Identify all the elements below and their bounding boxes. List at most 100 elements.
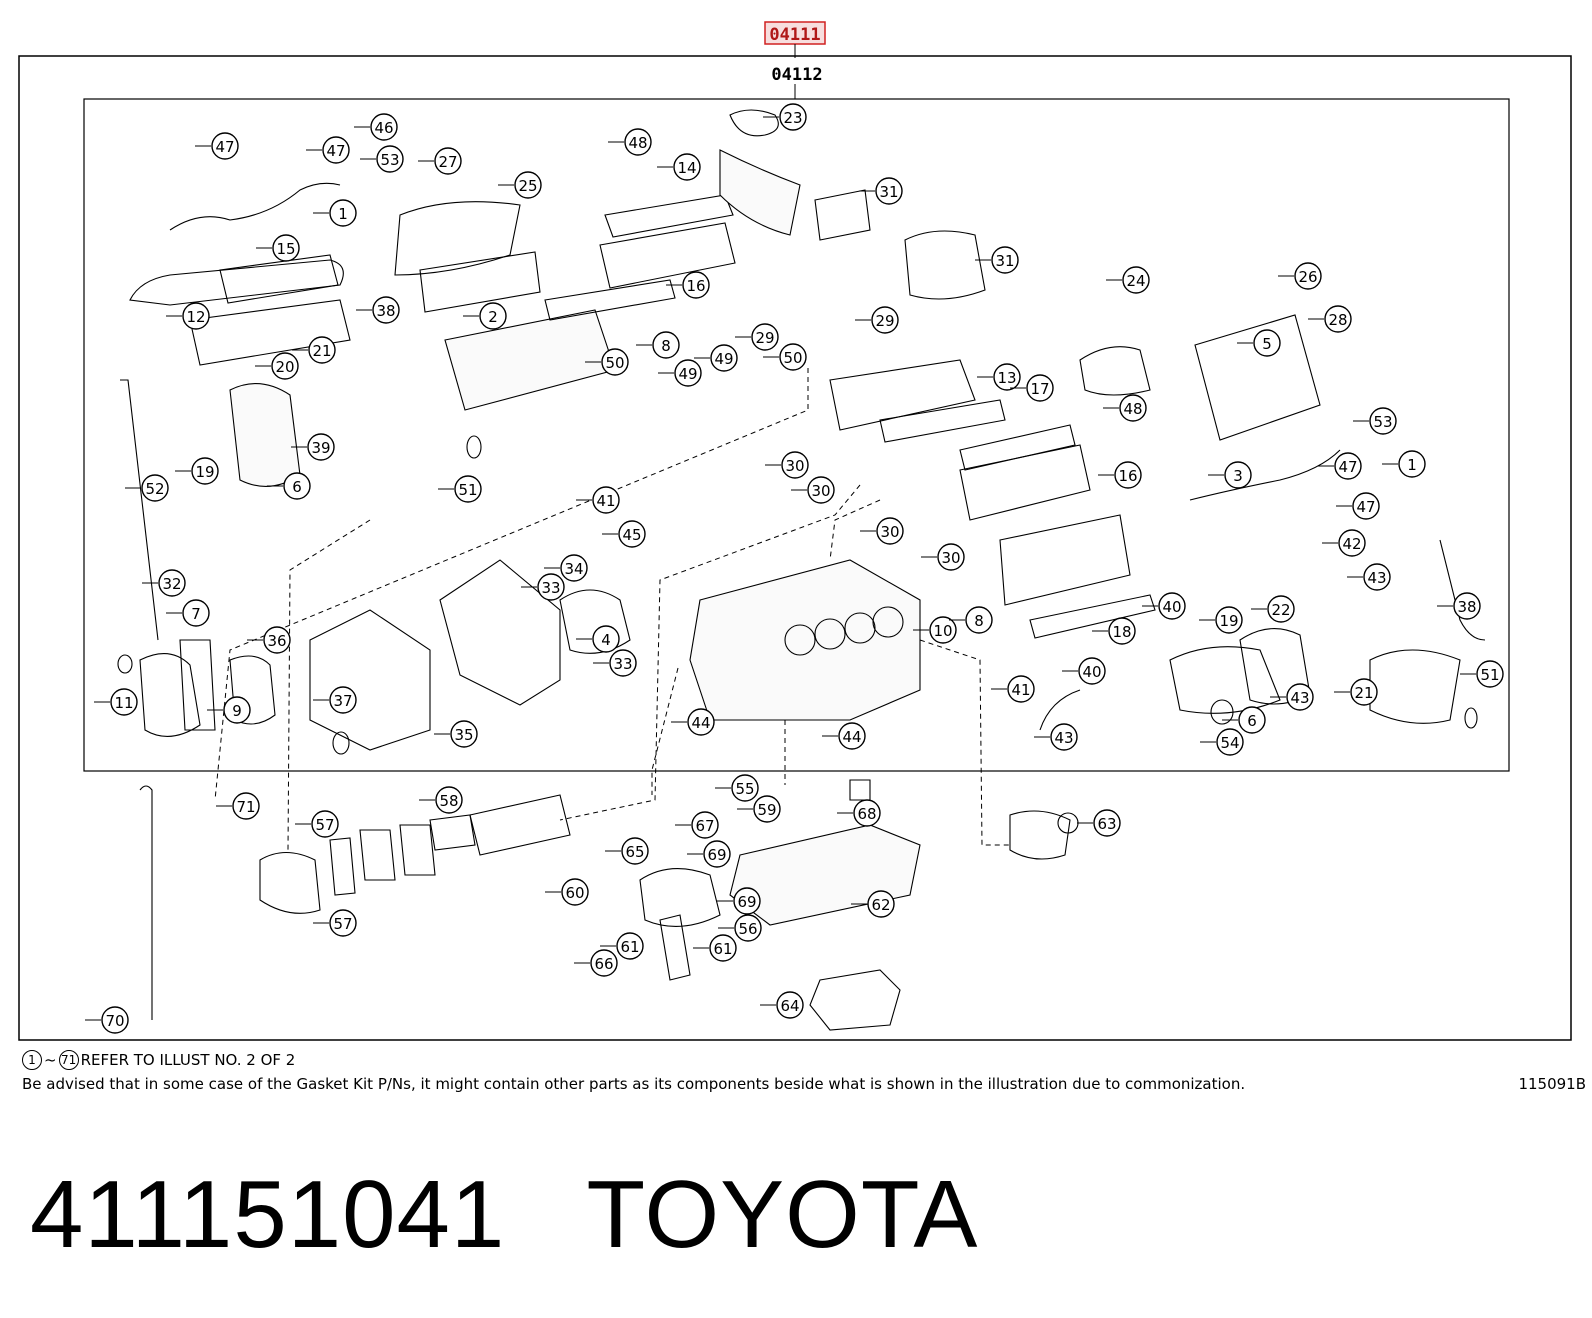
- part-callout-68[interactable]: 68: [837, 799, 881, 827]
- part-callout-54[interactable]: 54: [1200, 728, 1244, 756]
- part-callout-33[interactable]: 33: [521, 573, 565, 601]
- part-callout-16[interactable]: 16: [1098, 461, 1142, 489]
- part-callout-28[interactable]: 28: [1308, 305, 1352, 333]
- part-callout-38[interactable]: 38: [356, 296, 400, 324]
- part-callout-1[interactable]: 1: [313, 199, 357, 227]
- part-callout-22[interactable]: 22: [1251, 595, 1295, 623]
- part-callout-10[interactable]: 10: [913, 616, 957, 644]
- part-callout-16[interactable]: 16: [666, 271, 710, 299]
- part-callout-56[interactable]: 56: [718, 914, 762, 942]
- part-callout-42[interactable]: 42: [1322, 529, 1366, 557]
- part-callout-30[interactable]: 30: [765, 451, 809, 479]
- part-callout-48[interactable]: 48: [1103, 394, 1147, 422]
- part-callout-49[interactable]: 49: [658, 359, 702, 387]
- part-callout-47[interactable]: 47: [1336, 492, 1380, 520]
- part-callout-29[interactable]: 29: [855, 306, 899, 334]
- part-callout-8[interactable]: 8: [949, 606, 993, 634]
- part-callout-40[interactable]: 40: [1142, 592, 1186, 620]
- part-callout-27[interactable]: 27: [418, 147, 462, 175]
- part-callout-49[interactable]: 49: [694, 344, 738, 372]
- part-callout-5[interactable]: 5: [1237, 329, 1281, 357]
- part-callout-33[interactable]: 33: [593, 649, 637, 677]
- part-callout-57[interactable]: 57: [295, 810, 339, 838]
- part-callout-15[interactable]: 15: [256, 234, 300, 262]
- part-callout-67[interactable]: 67: [675, 811, 719, 839]
- part-callout-52[interactable]: 52: [125, 474, 169, 502]
- part-callout-63[interactable]: 63: [1077, 809, 1121, 837]
- part-callout-14[interactable]: 14: [657, 153, 701, 181]
- part-callout-24[interactable]: 24: [1106, 266, 1150, 294]
- part-callout-36[interactable]: 36: [247, 626, 291, 654]
- top-code[interactable]: 04111: [769, 25, 820, 45]
- part-callout-25[interactable]: 25: [498, 171, 542, 199]
- part-callout-11[interactable]: 11: [94, 688, 138, 716]
- part-callout-3[interactable]: 3: [1208, 461, 1252, 489]
- part-callout-55[interactable]: 55: [715, 774, 759, 802]
- part-callout-2[interactable]: 2: [463, 302, 507, 330]
- part-callout-43[interactable]: 43: [1270, 683, 1314, 711]
- part-callout-60[interactable]: 60: [545, 878, 589, 906]
- part-callout-12[interactable]: 12: [166, 302, 210, 330]
- part-callout-21[interactable]: 21: [292, 336, 336, 364]
- part-callout-61[interactable]: 61: [693, 934, 737, 962]
- part-callout-35[interactable]: 35: [434, 720, 478, 748]
- part-callout-31[interactable]: 31: [975, 246, 1019, 274]
- part-callout-23[interactable]: 23: [763, 103, 807, 131]
- part-callout-17[interactable]: 17: [1010, 374, 1054, 402]
- part-callout-34[interactable]: 34: [544, 554, 588, 582]
- part-callout-51[interactable]: 51: [1460, 660, 1504, 688]
- part-callout-71[interactable]: 71: [216, 792, 260, 820]
- part-callout-41[interactable]: 41: [991, 675, 1035, 703]
- part-callout-40[interactable]: 40: [1062, 657, 1106, 685]
- part-callout-61[interactable]: 61: [600, 932, 644, 960]
- part-callout-7[interactable]: 7: [166, 599, 210, 627]
- part-callout-69[interactable]: 69: [687, 840, 731, 868]
- part-callout-45[interactable]: 45: [602, 520, 646, 548]
- part-callout-30[interactable]: 30: [791, 476, 835, 504]
- part-callout-21[interactable]: 21: [1334, 678, 1378, 706]
- part-callout-19[interactable]: 19: [175, 457, 219, 485]
- part-callout-53[interactable]: 53: [1353, 407, 1397, 435]
- part-callout-64[interactable]: 64: [760, 991, 804, 1019]
- part-callout-51[interactable]: 51: [438, 475, 482, 503]
- part-callout-30[interactable]: 30: [860, 517, 904, 545]
- part-callout-57[interactable]: 57: [313, 909, 357, 937]
- part-callout-69[interactable]: 69: [717, 887, 761, 915]
- part-callout-41[interactable]: 41: [576, 486, 620, 514]
- part-callout-37[interactable]: 37: [313, 686, 357, 714]
- part-callout-62[interactable]: 62: [851, 890, 895, 918]
- part-callout-53[interactable]: 53: [360, 145, 404, 173]
- part-callout-6[interactable]: 6: [1222, 706, 1266, 734]
- part-callout-18[interactable]: 18: [1092, 617, 1136, 645]
- part-callout-1[interactable]: 1: [1382, 450, 1426, 478]
- part-callout-47[interactable]: 47: [306, 136, 350, 164]
- part-callout-38[interactable]: 38: [1437, 592, 1481, 620]
- part-callout-58[interactable]: 58: [419, 786, 463, 814]
- part-callout-59[interactable]: 59: [737, 795, 781, 823]
- part-callout-65[interactable]: 65: [605, 837, 649, 865]
- part-callout-50[interactable]: 50: [763, 343, 807, 371]
- part-callout-44[interactable]: 44: [822, 722, 866, 750]
- part-callout-13[interactable]: 13: [977, 363, 1021, 391]
- part-callout-9[interactable]: 9: [207, 696, 251, 724]
- part-callout-19[interactable]: 19: [1199, 606, 1243, 634]
- part-callout-32[interactable]: 32: [142, 569, 186, 597]
- part-callout-43[interactable]: 43: [1347, 563, 1391, 591]
- part-callout-47[interactable]: 47: [195, 132, 239, 160]
- part-callout-46[interactable]: 46: [354, 113, 398, 141]
- part-callout-4[interactable]: 4: [576, 625, 620, 653]
- part-callout-43[interactable]: 43: [1034, 723, 1078, 751]
- part-callout-20[interactable]: 20: [255, 352, 299, 380]
- part-callout-26[interactable]: 26: [1278, 262, 1322, 290]
- part-callout-48[interactable]: 48: [608, 128, 652, 156]
- part-callout-50[interactable]: 50: [585, 348, 629, 376]
- part-callout-6[interactable]: 6: [267, 472, 311, 500]
- part-callout-70[interactable]: 70: [85, 1006, 129, 1034]
- part-callout-44[interactable]: 44: [671, 708, 715, 736]
- part-callout-39[interactable]: 39: [291, 433, 335, 461]
- part-callout-47[interactable]: 47: [1318, 452, 1362, 480]
- part-callout-8[interactable]: 8: [636, 331, 680, 359]
- part-callout-30[interactable]: 30: [921, 543, 965, 571]
- part-callout-66[interactable]: 66: [574, 949, 618, 977]
- part-callout-31[interactable]: 31: [859, 177, 903, 205]
